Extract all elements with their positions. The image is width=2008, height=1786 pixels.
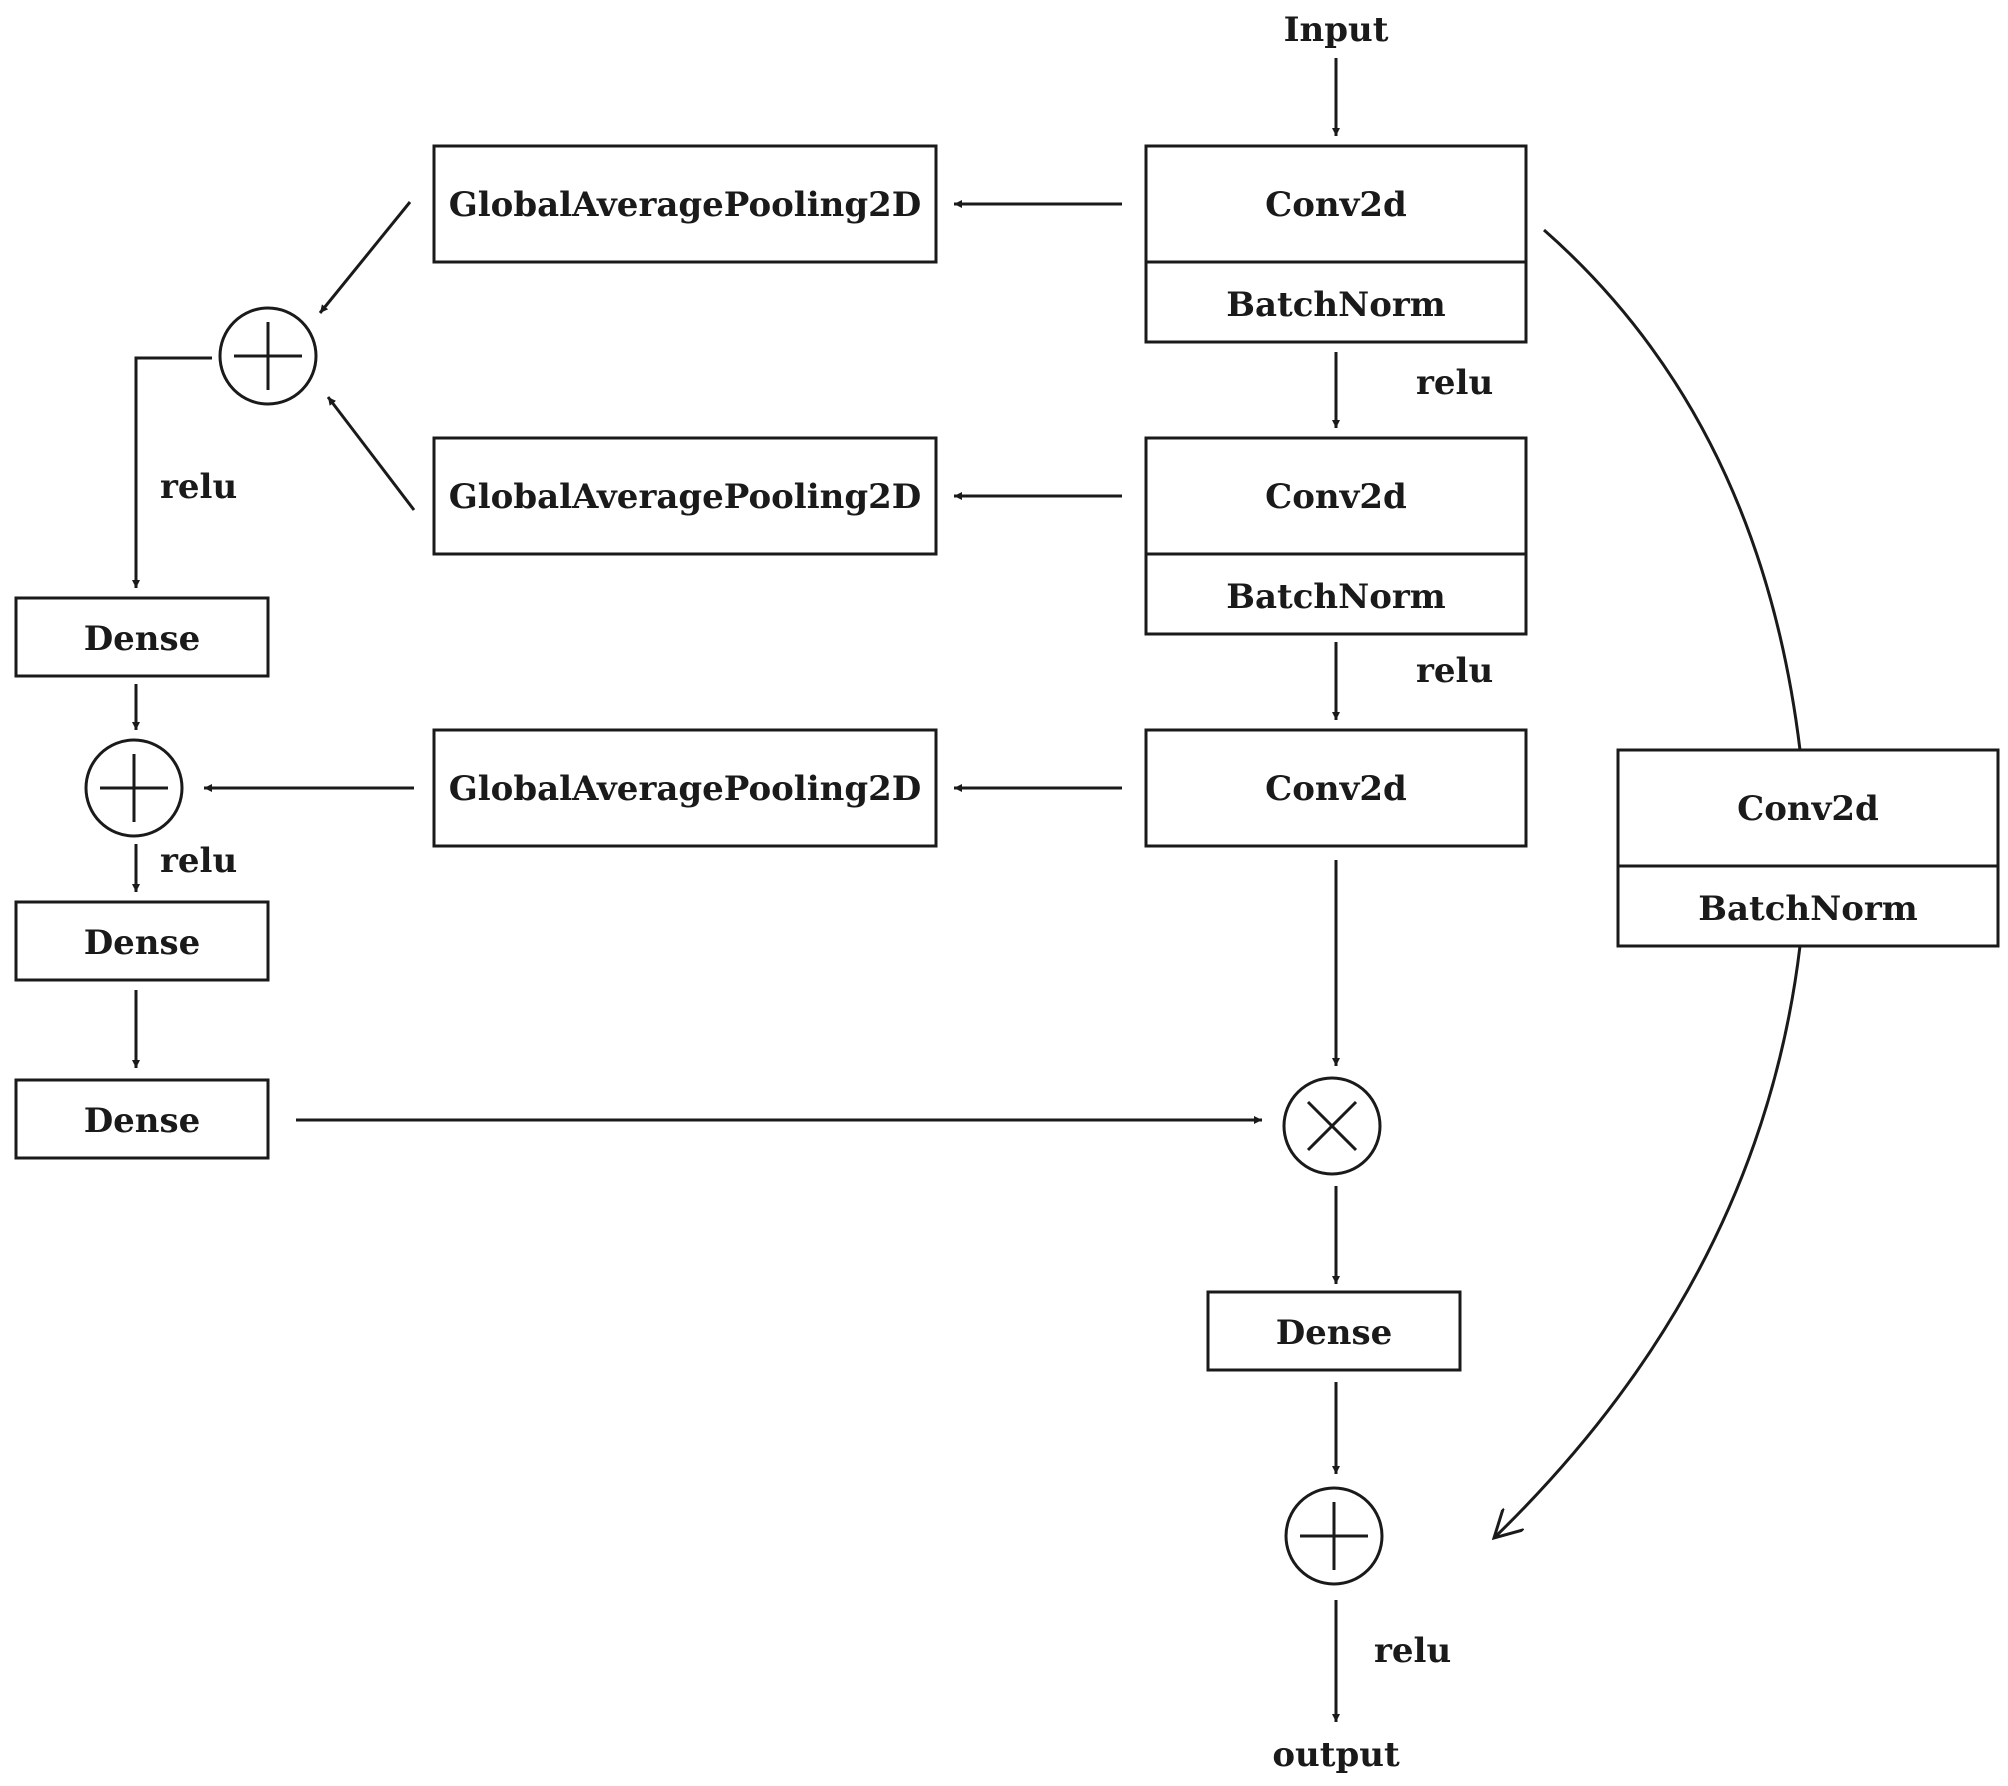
- dense-label-main: Dense: [1276, 1313, 1393, 1353]
- relu-label-left-2: relu: [160, 841, 237, 881]
- relu-label-main-1: relu: [1416, 363, 1493, 403]
- dense-block-3: Dense: [14, 1078, 270, 1160]
- dense-label-1: Dense: [84, 619, 201, 659]
- conv2d-box-3: [1144, 728, 1528, 848]
- conv2d-box-2: [1144, 436, 1528, 636]
- gap-box-3: [432, 728, 938, 848]
- dense-block-1: Dense: [14, 596, 270, 678]
- conv2d-box-1: [1144, 144, 1528, 344]
- dense-box-1: [14, 596, 270, 678]
- conv2d-label-1: Conv2d: [1265, 185, 1407, 225]
- skip-conv2d-box: [1616, 748, 2000, 948]
- gap-box-1: [432, 144, 938, 264]
- add-operator-output: [1284, 1486, 1384, 1586]
- dense-label-2: Dense: [84, 923, 201, 963]
- arrow-add-top-to-dense1: [132, 356, 212, 588]
- gap-block-2: GlobalAveragePooling2D: [432, 436, 938, 556]
- dense-box-3: [14, 1078, 270, 1160]
- add-operator-left: [84, 738, 184, 838]
- output-label: output: [1272, 1735, 1400, 1775]
- gap-block-1: GlobalAveragePooling2D: [432, 144, 938, 264]
- arrow-gap2-to-add-top: [326, 396, 416, 511]
- skip-batchnorm-label: BatchNorm: [1698, 889, 1918, 929]
- gap-block-3: GlobalAveragePooling2D: [432, 728, 938, 848]
- input-label: Input: [1284, 10, 1389, 50]
- relu-label-left-1: relu: [160, 467, 237, 507]
- conv-block-3: Conv2d: [1144, 728, 1528, 848]
- dense-label-3: Dense: [84, 1101, 201, 1141]
- conv2d-label-2: Conv2d: [1265, 477, 1407, 517]
- gap-box-2: [432, 436, 938, 556]
- conv-bn-block-1: Conv2d BatchNorm: [1144, 144, 1528, 344]
- gap-label-3: GlobalAveragePooling2D: [449, 769, 922, 809]
- multiply-operator: [1282, 1076, 1382, 1176]
- arrow-gap1-to-add-top: [318, 201, 412, 314]
- skip-connection-lower-curve: [1494, 945, 1802, 1538]
- dense-block-2: Dense: [14, 900, 270, 982]
- skip-connection-upper-curve: [1543, 228, 1802, 751]
- gap-label-1: GlobalAveragePooling2D: [449, 185, 922, 225]
- dense-box-main: [1206, 1290, 1462, 1372]
- relu-label-output: relu: [1374, 1631, 1451, 1671]
- conv2d-label-3: Conv2d: [1265, 769, 1407, 809]
- conv-bn-block-2: Conv2d BatchNorm: [1144, 436, 1528, 636]
- relu-label-main-2: relu: [1416, 651, 1493, 691]
- gap-label-2: GlobalAveragePooling2D: [449, 477, 922, 517]
- skip-conv-bn-block: Conv2d BatchNorm: [1616, 748, 2000, 948]
- dense-box-2: [14, 900, 270, 982]
- skip-conv2d-label: Conv2d: [1737, 789, 1879, 829]
- add-operator-top: [218, 306, 318, 406]
- batchnorm-label-1: BatchNorm: [1226, 285, 1446, 325]
- batchnorm-label-2: BatchNorm: [1226, 577, 1446, 617]
- dense-block-main: Dense: [1206, 1290, 1462, 1372]
